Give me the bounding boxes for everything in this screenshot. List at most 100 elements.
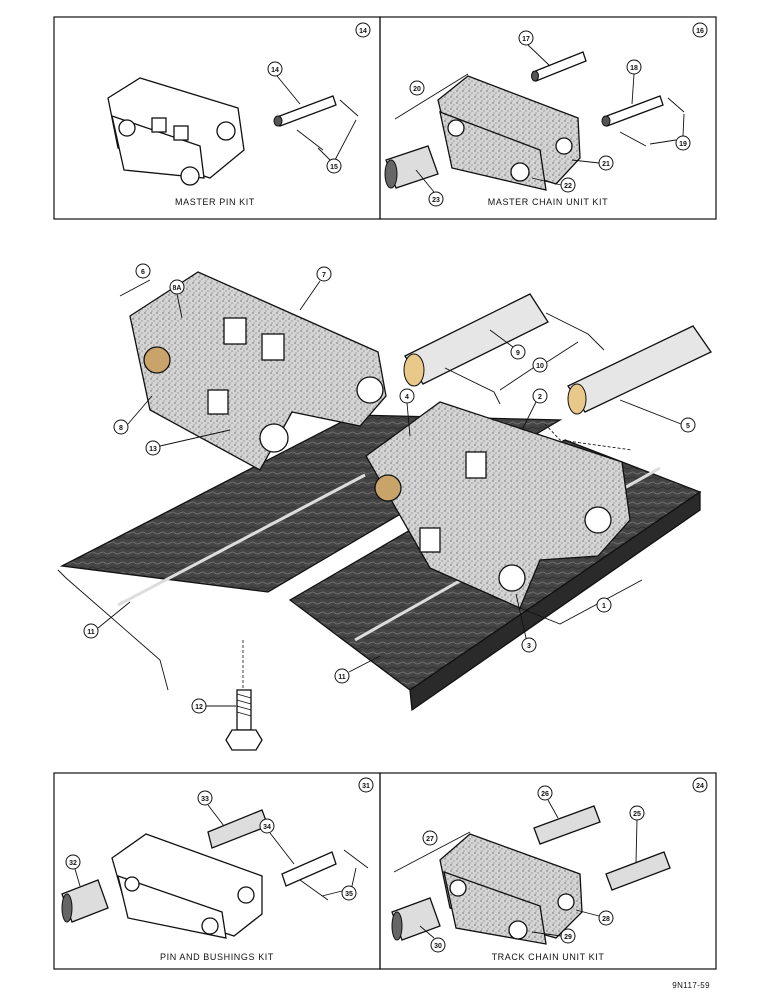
svg-text:7: 7 [322,272,326,279]
callout-3: 3 [521,637,537,653]
master-chain-pin [531,51,587,82]
callout-21: 21 [598,155,614,171]
panel-title-master-chain-unit-kit: MASTER CHAIN UNIT KIT [488,197,608,207]
svg-text:10: 10 [536,363,544,370]
master-chain-bushing [384,145,439,189]
pin-bushings-pin-34 [281,851,337,887]
callout-26: 26 [537,785,553,801]
panel-title-pin-and-bushings-kit: PIN AND BUSHINGS KIT [160,952,274,962]
callout-1: 1 [596,597,612,613]
callout-27: 27 [422,830,438,846]
svg-text:6: 6 [141,269,145,276]
svg-text:14: 14 [271,67,279,74]
track-chain-pin-25 [605,851,671,891]
link-assembly-upper [129,271,387,471]
callout-6: 6 [135,263,151,279]
callout-11-right: 11 [334,668,350,684]
svg-text:27: 27 [426,836,434,843]
svg-text:4: 4 [405,394,409,401]
panel-pin-and-bushings-kit: PIN AND BUSHINGS KIT [53,772,381,970]
callout-20: 20 [409,80,425,96]
main-assembly [57,271,712,751]
master-link-outline [107,77,245,186]
svg-text:13: 13 [149,446,157,453]
callout-23: 23 [428,191,444,207]
callout-22: 22 [560,177,576,193]
callout-30: 30 [430,937,446,953]
svg-text:16: 16 [696,28,704,35]
svg-text:19: 19 [679,141,687,148]
callout-12: 12 [191,698,207,714]
svg-text:15: 15 [330,164,338,171]
callout-29: 29 [560,928,576,944]
callout-10: 10 [532,357,548,373]
callout-8: 8 [113,419,129,435]
svg-text:8: 8 [119,425,123,432]
svg-text:29: 29 [564,934,572,941]
panel-title-master-pin-kit: MASTER PIN KIT [175,197,255,207]
svg-text:8A: 8A [173,285,182,292]
svg-text:20: 20 [413,86,421,93]
svg-text:11: 11 [338,674,346,681]
svg-text:26: 26 [541,791,549,798]
master-chain-pin-2 [601,95,664,127]
track-chain-links [439,833,583,945]
svg-text:11: 11 [87,629,95,636]
callout-13: 13 [145,440,161,456]
svg-text:32: 32 [69,860,77,867]
svg-text:35: 35 [345,891,353,898]
pin-bushings-link-outline [111,833,263,939]
track-bolt [225,640,263,751]
callout-28: 28 [598,910,614,926]
panel-track-chain-unit-kit: TRACK CHAIN UNIT KIT [379,772,717,970]
callout-7: 7 [316,266,332,282]
svg-text:30: 30 [434,943,442,950]
svg-text:9: 9 [516,350,520,357]
svg-text:5: 5 [686,423,690,430]
svg-text:33: 33 [201,796,209,803]
panel-master-chain-unit-kit: MASTER CHAIN UNIT KIT [379,16,717,220]
svg-text:28: 28 [602,916,610,923]
callout-9: 9 [510,344,526,360]
callout-25: 25 [629,805,645,821]
pin-bushings-pin-33 [207,809,269,849]
callout-5: 5 [680,417,696,433]
callouts: 14 16 31 24 14 15 17 18 19 20 21 22 23 6… [65,22,708,953]
svg-text:14: 14 [359,28,367,35]
svg-text:1: 1 [602,603,606,610]
callout-17: 17 [518,30,534,46]
svg-text:21: 21 [602,161,610,168]
svg-text:17: 17 [522,36,530,43]
callout-15: 15 [326,158,342,174]
svg-text:3: 3 [527,643,531,650]
svg-text:25: 25 [633,811,641,818]
panel-master-pin-kit: MASTER PIN KIT [53,16,381,220]
svg-text:12: 12 [195,704,203,711]
svg-text:22: 22 [564,183,572,190]
callout-panel-31: 31 [358,777,374,793]
callout-19: 19 [675,135,691,151]
callout-34: 34 [259,818,275,834]
link-assembly-lower [365,401,631,609]
figure-id: 9N117-59 [672,981,710,990]
callout-panel-14: 14 [355,22,371,38]
callout-35: 35 [341,885,357,901]
callout-14: 14 [267,61,283,77]
svg-text:24: 24 [696,783,704,790]
callout-33: 33 [197,790,213,806]
callout-8a: 8A [169,279,185,295]
callout-panel-16: 16 [692,22,708,38]
callout-11-left: 11 [83,623,99,639]
callout-panel-24: 24 [692,777,708,793]
master-chain-links [437,75,581,191]
svg-text:18: 18 [630,65,638,72]
svg-text:2: 2 [538,394,542,401]
panel-title-track-chain-unit-kit: TRACK CHAIN UNIT KIT [492,952,605,962]
master-pin [273,95,337,127]
callout-32: 32 [65,854,81,870]
svg-text:31: 31 [362,783,370,790]
track-pin-5 [567,325,712,415]
svg-text:23: 23 [432,197,440,204]
callout-18: 18 [626,59,642,75]
